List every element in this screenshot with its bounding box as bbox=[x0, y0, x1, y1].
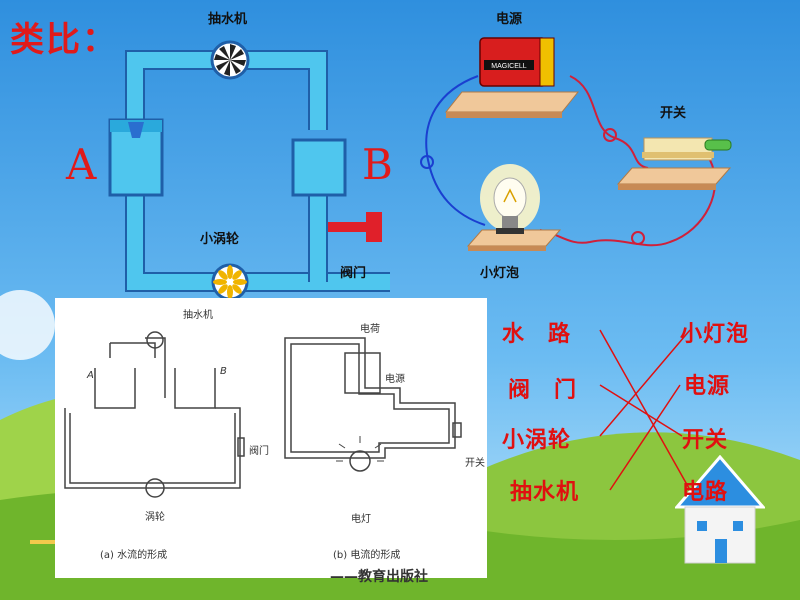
match-left-4: 抽水机 bbox=[510, 480, 580, 505]
fig-caption-a: (a) 水流的形成 bbox=[100, 550, 168, 561]
label-b: B bbox=[362, 140, 393, 189]
match-left-3: 小涡轮 bbox=[502, 428, 572, 453]
house-icon bbox=[675, 455, 765, 564]
fig-lamp-label: 电灯 bbox=[351, 514, 371, 525]
valve-label: 阀门 bbox=[340, 266, 367, 281]
pump-label: 抽水机 bbox=[208, 12, 248, 27]
fig-valve-label: 阀门 bbox=[249, 446, 269, 457]
bulb-label: 小灯泡 bbox=[480, 266, 520, 281]
fig-a-label: A bbox=[87, 370, 94, 381]
fig-switch-label: 开关 bbox=[465, 458, 485, 469]
match-right-3: 开关 bbox=[682, 428, 729, 453]
fig-caption-b: (b) 电流的形成 bbox=[333, 550, 401, 561]
publisher-footer: ——教育出版社 bbox=[330, 569, 428, 585]
water-circuit-diagram bbox=[108, 40, 390, 300]
label-a: A bbox=[66, 140, 97, 189]
match-right-1: 小灯泡 bbox=[680, 322, 750, 347]
power-label: 电源 bbox=[496, 12, 523, 27]
switch-label: 开关 bbox=[660, 106, 687, 121]
electric-circuit-diagram: MAGICELL bbox=[420, 37, 732, 251]
match-right-4: 电路 bbox=[682, 480, 729, 505]
battery-brand: MAGICELL bbox=[491, 63, 527, 70]
fig-charge-label: 电荷 bbox=[360, 324, 380, 335]
fig-b-label: B bbox=[220, 366, 227, 377]
fig-turbine-label: 涡轮 bbox=[145, 512, 165, 523]
match-left-1: 水 路 bbox=[502, 322, 572, 347]
match-right-2: 电源 bbox=[684, 374, 731, 399]
textbook-figure-drawing bbox=[64, 331, 462, 498]
fig-pump-label: 抽水机 bbox=[183, 310, 213, 321]
turbine-label: 小涡轮 bbox=[200, 232, 240, 247]
match-left-2: 阀 门 bbox=[508, 378, 578, 403]
textbook-figure: 抽水机 A B 阀门 涡轮 (a) 水流的形成 电荷 电源 开关 电灯 (b) … bbox=[55, 298, 487, 578]
page-title: 类比： bbox=[10, 20, 118, 60]
fig-power-label: 电源 bbox=[385, 374, 405, 385]
